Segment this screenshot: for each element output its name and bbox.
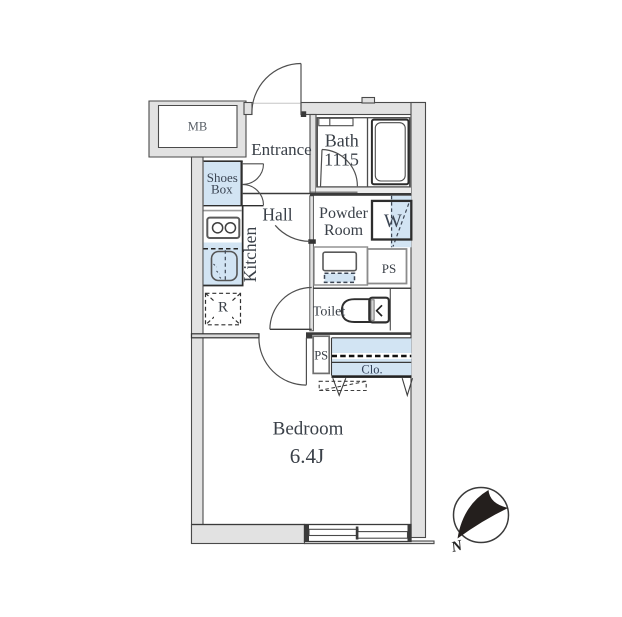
- svg-text:W: W: [384, 211, 402, 232]
- svg-text:Bedroom: Bedroom: [273, 419, 344, 440]
- svg-text:Powder: Powder: [319, 205, 369, 222]
- svg-text:Box: Box: [211, 182, 233, 197]
- svg-text:N: N: [449, 537, 466, 556]
- svg-text:Room: Room: [324, 222, 364, 239]
- svg-text:Shoes: Shoes: [207, 170, 238, 185]
- svg-text:Toilet: Toilet: [313, 305, 346, 320]
- svg-text:MB: MB: [188, 120, 207, 134]
- svg-text:Kitchen: Kitchen: [240, 227, 260, 283]
- svg-text:Hall: Hall: [262, 205, 292, 225]
- svg-text:Clo.: Clo.: [361, 363, 382, 377]
- svg-text:PS: PS: [382, 261, 396, 276]
- svg-text:Entrance: Entrance: [251, 140, 311, 159]
- svg-text:Bath: Bath: [325, 131, 359, 151]
- svg-text:1115: 1115: [324, 150, 359, 170]
- svg-text:R: R: [218, 300, 228, 316]
- svg-text:6.4J: 6.4J: [290, 444, 324, 468]
- svg-text:PS: PS: [314, 349, 328, 363]
